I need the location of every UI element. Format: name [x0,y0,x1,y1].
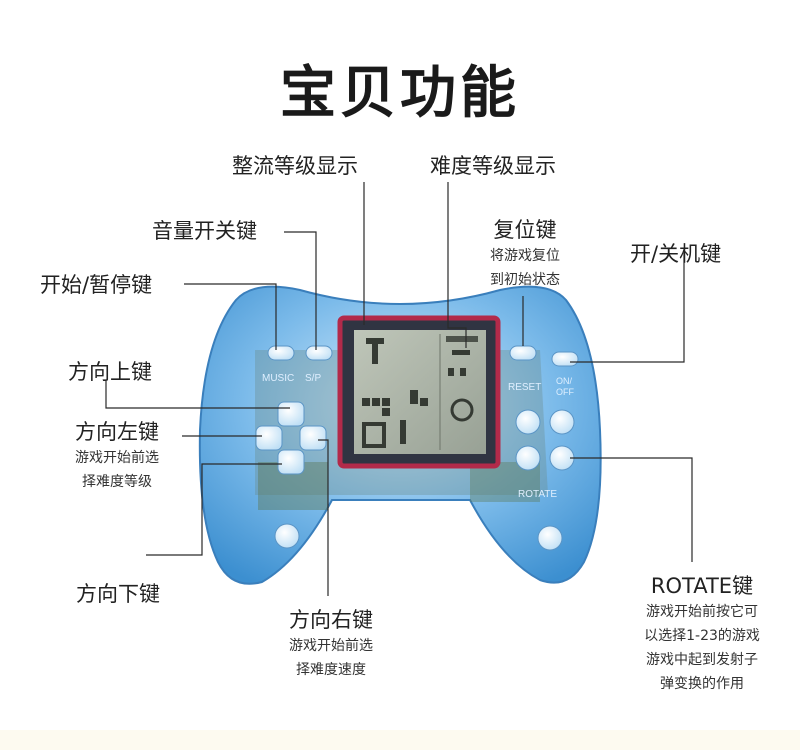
reset-label: RESET [508,382,541,393]
label-right: 方向右键 [289,608,373,632]
lcd-game-blocks [362,338,428,448]
rotate-desc-line-2: 以选择1-23的游戏 [644,628,760,644]
music-label: MUSIC [262,373,294,384]
label-volume: 音量开关键 [152,219,257,243]
rotate-callout: ROTATE键 游戏开始前按它可 以选择1-23的游戏 游戏中起到发射子 弹变换… [624,570,780,696]
leader-down [146,463,282,556]
leader-lines [105,182,693,596]
leader-up [105,381,290,409]
left-callout: 方向左键 游戏开始前选 择难度等级 [52,416,182,494]
rotate-label: ROTATE [518,489,557,500]
music-button [267,345,295,361]
reset-callout: 复位键 将游戏复位 到初始状态 [470,214,580,292]
label-left: 方向左键 [75,420,159,444]
bottom-band [0,730,800,750]
lcd-score-digits [446,336,478,422]
leader-volume [284,231,317,350]
reset-button [509,345,537,361]
leader-start-pause [184,283,277,350]
rotate-desc-line-1: 游戏开始前按它可 [646,604,758,620]
page-title: 宝贝功能 [280,61,520,126]
on-label: ON/ [556,376,573,386]
right-grip-button [537,525,563,551]
dpad-right-button [299,425,327,451]
dpad-down-button [277,449,305,475]
left-desc-line-2: 择难度等级 [82,474,152,490]
reset-desc-line-2: 到初始状态 [490,272,560,288]
leader-power [570,253,685,363]
rotate-desc-line-3: 游戏中起到发射子 [646,652,758,668]
left-desc-line-1: 游戏开始前选 [75,450,159,466]
leader-rotate [570,457,693,562]
right-desc-line-2: 择难度速度 [296,662,366,678]
sp-label: S/P [305,373,321,384]
reset-desc-line-1: 将游戏复位 [490,248,560,264]
label-rotate: ROTATE键 [650,574,754,598]
dpad-left-button [255,425,283,451]
label-start-pause: 开始/暂停键 [40,273,153,297]
d-pad [255,401,327,475]
power-button [551,351,579,367]
label-power: 开/关机键 [630,242,722,266]
label-up: 方向上键 [68,360,152,384]
right-desc-line-1: 游戏开始前选 [289,638,373,654]
action-buttons [515,409,575,471]
dpad-up-button [277,401,305,427]
label-reset: 复位键 [493,218,557,242]
label-difficulty-level: 难度等级显示 [430,154,556,178]
leader-right [318,439,329,596]
rotate-desc-line-4: 弹变换的作用 [660,676,744,692]
label-score-level: 整流等级显示 [232,154,358,178]
left-grip-button [274,523,300,549]
handheld-game-diagram: MUSIC S/P RESET ON/ OFF ROTATE [105,182,693,596]
leader-difficulty-level [447,182,467,348]
start-pause-button [305,345,333,361]
off-label: OFF [556,387,574,397]
label-down: 方向下键 [76,582,160,606]
right-callout: 方向右键 游戏开始前选 择难度速度 [266,604,396,682]
